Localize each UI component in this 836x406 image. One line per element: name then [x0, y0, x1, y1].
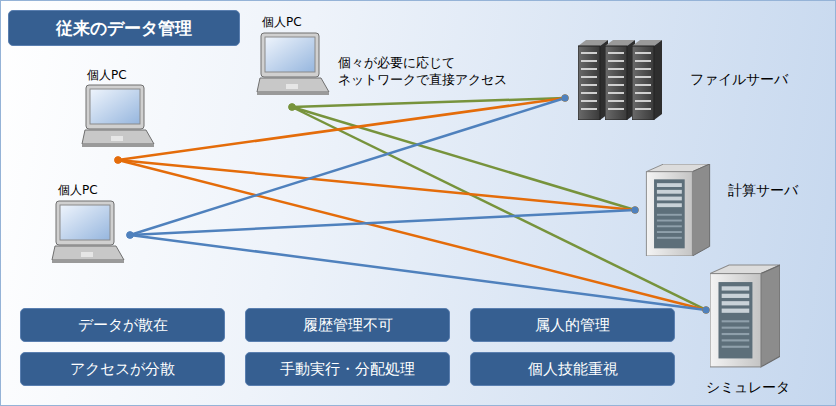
note-label: 個々が必要に応じて ネットワークで直接アクセス — [338, 54, 520, 88]
issue-box: 手動実行・分配処理 — [245, 352, 450, 386]
connector-line — [292, 107, 706, 310]
connector-dot — [632, 207, 639, 214]
box-text: 属人的管理 — [535, 316, 610, 335]
network-connector — [118, 160, 635, 210]
tower-server-icon — [710, 265, 780, 367]
node-label: 個人PC — [58, 182, 98, 199]
server-node: 計算サーバ — [635, 162, 825, 262]
connector-dot — [289, 104, 296, 111]
network-connector — [130, 235, 706, 310]
node-label: 個人PC — [87, 67, 127, 84]
connector-dot — [703, 306, 710, 313]
network-connector — [292, 107, 706, 310]
node-label: 計算サーバ — [728, 182, 798, 200]
connector-dot — [127, 231, 134, 238]
rack-server-icon — [605, 40, 635, 120]
connector-dot — [289, 104, 296, 111]
connector-dot — [632, 207, 639, 214]
node-label: 個人PC — [262, 14, 302, 31]
node-label: ファイルサーバ — [690, 71, 788, 89]
connector-dot — [703, 306, 710, 313]
pc-node: 個人PC — [48, 180, 130, 270]
rack-server-icon — [632, 40, 662, 120]
connector-line — [118, 160, 706, 310]
connector-dot — [114, 157, 121, 164]
issue-box: データが散在 — [20, 308, 225, 342]
connector-dot — [114, 157, 121, 164]
pc-node: 個人PC — [78, 65, 153, 160]
issue-box: アクセスが分散 — [20, 352, 225, 386]
network-connector — [118, 160, 706, 310]
connector-dot — [562, 95, 569, 102]
server-node: ファイルサーバ — [565, 38, 805, 118]
connector-dot — [114, 157, 121, 164]
box-text: データが散在 — [78, 316, 168, 335]
connector-dot — [703, 306, 710, 313]
box-text: アクセスが分散 — [70, 360, 175, 379]
title-box: 従来のデータ管理 — [8, 10, 240, 46]
issue-box: 個人技能重視 — [470, 352, 675, 386]
box-text: 履歴管理不可 — [303, 316, 393, 335]
node-label: シミュレータ — [706, 379, 790, 397]
title-text: 従来のデータ管理 — [56, 17, 192, 40]
laptop-icon — [52, 201, 124, 263]
issue-box: 履歴管理不可 — [245, 308, 450, 342]
connector-dot — [632, 207, 639, 214]
connector-line — [130, 98, 565, 235]
connector-dot — [562, 95, 569, 102]
connector-dot — [289, 104, 296, 111]
connector-dot — [127, 231, 134, 238]
connector-line — [130, 235, 706, 310]
laptop-icon — [257, 33, 329, 95]
box-text: 個人技能重視 — [528, 360, 618, 379]
pc-node: 個人PC — [253, 12, 328, 107]
connector-line — [118, 98, 565, 160]
laptop-icon — [82, 85, 154, 147]
issue-box: 属人的管理 — [470, 308, 675, 342]
network-connector — [130, 98, 565, 235]
connector-dot — [562, 95, 569, 102]
network-connector — [130, 210, 635, 235]
server-node: シミュレータ — [706, 255, 804, 400]
rack-server-icon — [578, 40, 608, 120]
connector-line — [118, 160, 635, 210]
connector-line — [130, 210, 635, 235]
connector-dot — [127, 231, 134, 238]
tower-server-icon — [646, 164, 709, 256]
network-connector — [118, 98, 565, 160]
box-text: 手動実行・分配処理 — [280, 360, 415, 379]
